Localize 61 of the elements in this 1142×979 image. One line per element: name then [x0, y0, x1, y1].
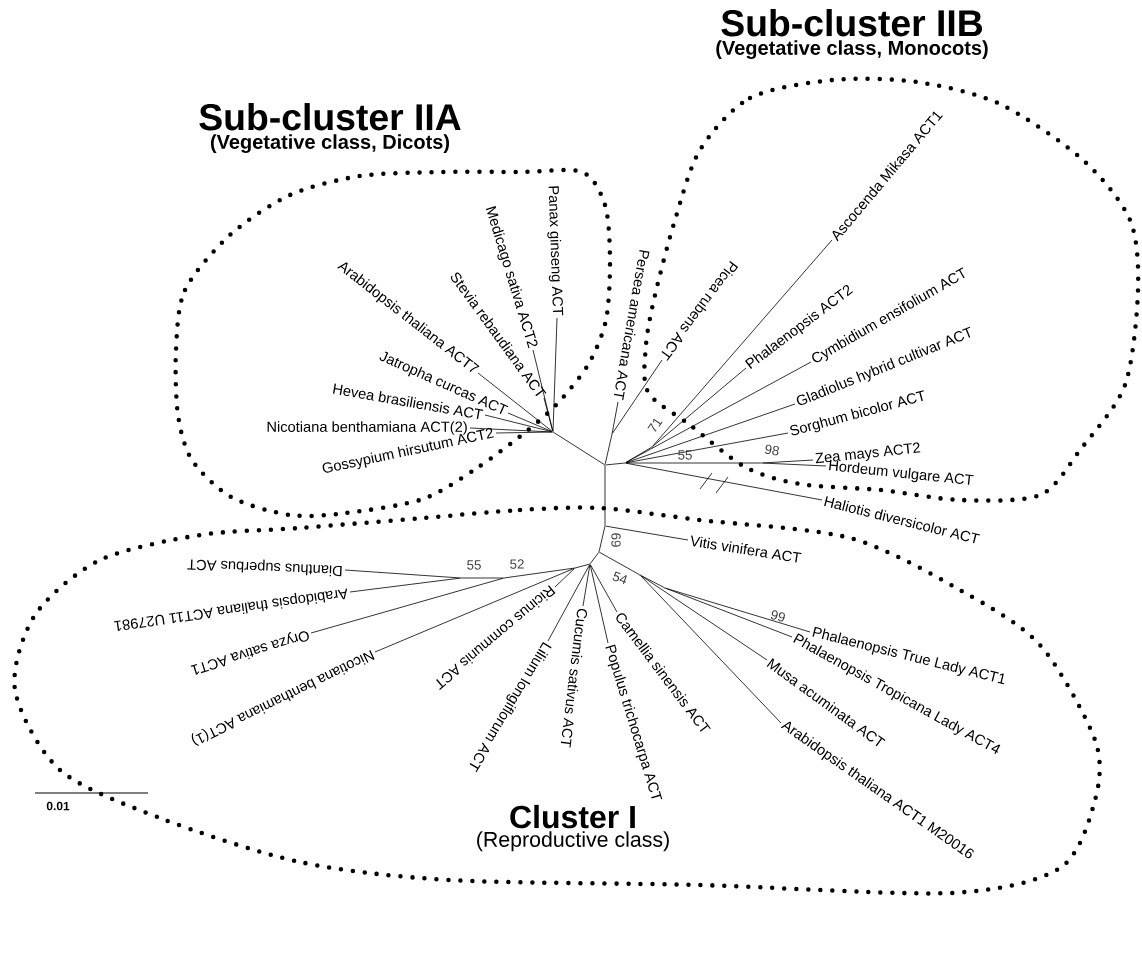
- taxon-label: Oryza sativa ACT1: [190, 631, 309, 675]
- tree-branch: [461, 577, 504, 579]
- node-label: Sub-cluster IIA: [199, 103, 461, 131]
- tree-branch: [477, 372, 553, 432]
- tree-branch: [625, 403, 796, 464]
- tree-branch: [590, 552, 599, 564]
- tree-branch: [374, 568, 575, 653]
- tree-branch: [762, 459, 814, 464]
- tree-branch: [605, 525, 689, 541]
- tree-branch: [344, 569, 461, 579]
- tree-branch: [604, 434, 613, 465]
- taxon-label: Vitis vinifera ACT: [691, 535, 802, 563]
- tree-branch: [554, 568, 575, 588]
- tree-branch: [652, 239, 833, 447]
- tree-branch: [625, 361, 812, 463]
- tree-branch: [665, 588, 793, 638]
- tree-branch: [547, 564, 590, 642]
- scale-label: 0.01: [46, 801, 70, 811]
- tree-branch: [310, 577, 504, 634]
- bootstrap-value: 98: [765, 444, 779, 456]
- bootstrap-value: 55: [467, 560, 481, 570]
- tree-branch: [590, 564, 618, 613]
- tree-branch: [611, 401, 619, 434]
- taxon-label: Dianthus superbus ACT: [187, 559, 342, 577]
- tree-branch: [605, 462, 625, 466]
- tree-branch: [504, 567, 575, 579]
- node-label: (Vegetative class, Dicots): [210, 134, 450, 153]
- bootstrap-value: 99: [770, 610, 785, 622]
- bootstrap-value: 54: [612, 571, 627, 585]
- taxon-label: Panax ginseng ACT: [547, 186, 564, 316]
- tree-branch: [495, 431, 553, 434]
- tree-branch: [553, 432, 605, 465]
- tree-branch: [543, 397, 554, 432]
- node-label: (Vegetative class, Monocots): [716, 40, 988, 59]
- tree-branch: [349, 577, 461, 593]
- tree-branch: [589, 564, 609, 644]
- taxon-label: Persea americana ACT: [613, 249, 650, 401]
- tree-branch: [604, 465, 606, 526]
- taxon-label: Cucumis sativus ACT: [560, 608, 588, 748]
- tree-branch: [640, 575, 782, 724]
- node-label: Sub-cluster IIB: [721, 9, 983, 37]
- tree-branch: [484, 414, 553, 433]
- tree-branch: [612, 359, 663, 434]
- tree-branch: [640, 575, 665, 588]
- tree-branch: [507, 412, 553, 432]
- tree-branch: [582, 564, 591, 607]
- tree-branch: [665, 587, 811, 633]
- tree-branch: [552, 317, 558, 432]
- tree-branch: [599, 552, 640, 575]
- bootstrap-value: 52: [510, 559, 524, 569]
- tree-branch: [598, 526, 606, 552]
- tree-branch: [762, 462, 827, 467]
- bootstrap-value: 71: [647, 418, 663, 432]
- tree-branch: [625, 462, 823, 501]
- tree-branch: [575, 563, 590, 569]
- taxon-label: Arabidopsis thaliana ACT11 U27981: [114, 588, 348, 631]
- tree-branch: [625, 462, 762, 464]
- bootstrap-value: 55: [678, 450, 692, 460]
- bootstrap-value: 69: [611, 533, 621, 547]
- tree-branch: [652, 367, 747, 447]
- tree-branch: [640, 575, 768, 661]
